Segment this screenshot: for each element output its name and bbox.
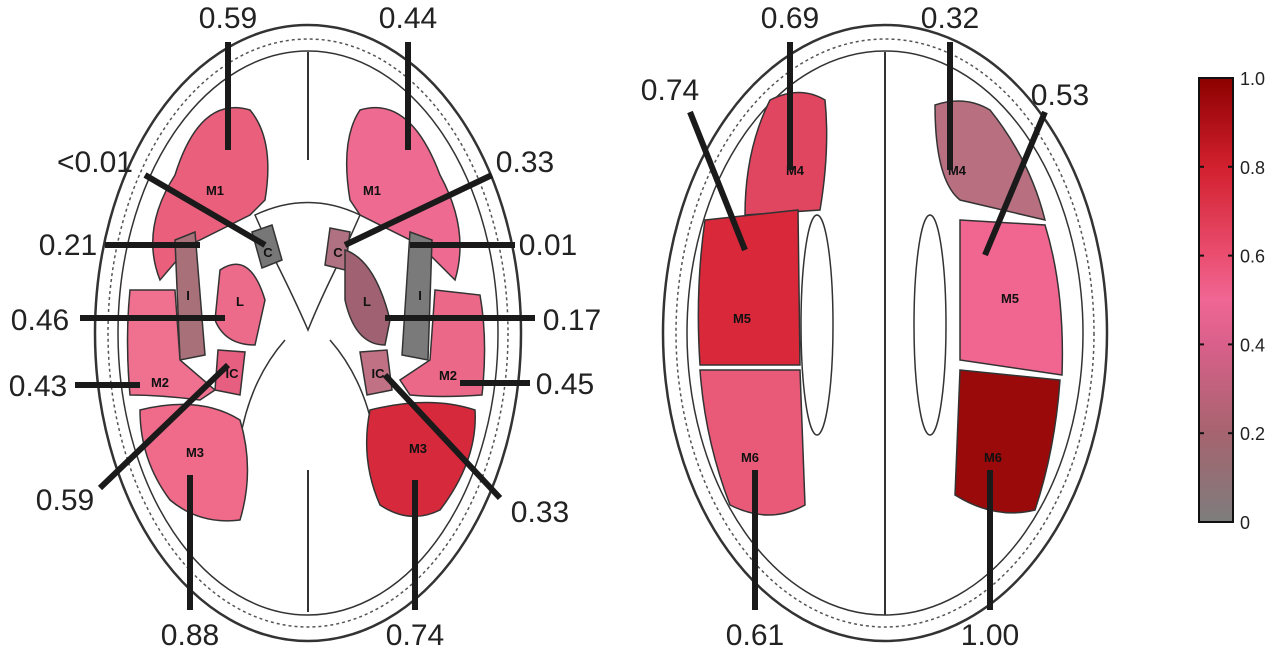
region-l-left xyxy=(214,263,266,346)
region-value: 0.32 xyxy=(921,2,979,35)
leader-line xyxy=(343,172,494,248)
colorbar-tick-label: 0.6 xyxy=(1240,247,1265,267)
region-value: 0.74 xyxy=(386,619,444,652)
region-m1-right-label: M1 xyxy=(363,183,381,198)
region-l-left-label: L xyxy=(236,294,244,309)
region-i-right-label: I xyxy=(418,288,422,303)
region-l-right-label: L xyxy=(363,294,371,309)
region-m6-left xyxy=(699,369,806,516)
region-m6-left-label: M6 xyxy=(741,450,759,465)
leader-line xyxy=(382,372,503,501)
region-value: 0.33 xyxy=(496,146,554,179)
region-c-right-label: C xyxy=(333,245,343,260)
region-m3-left xyxy=(139,403,249,522)
colorbar-tick-label: 0 xyxy=(1240,513,1250,533)
region-i-right xyxy=(401,230,433,361)
colorbar-tick-label: 1.0 xyxy=(1240,69,1265,89)
region-value: 0.61 xyxy=(726,619,784,652)
region-ic-left-label: IC xyxy=(226,366,240,381)
region-value: 0.69 xyxy=(761,2,819,35)
region-m3-left-label: M3 xyxy=(186,445,204,460)
region-m1-left-label: M1 xyxy=(206,183,224,198)
colorbar: 1.0 0.8 0.6 0.4 0.2 0 xyxy=(1198,69,1265,533)
colorbar-tick-label: 0.4 xyxy=(1240,335,1265,355)
region-m3-right-label: M3 xyxy=(409,441,427,456)
skull-inner xyxy=(675,38,1095,628)
region-ic-right xyxy=(359,349,393,396)
region-value: 0.59 xyxy=(199,2,257,35)
region-value: 0.45 xyxy=(536,368,594,401)
leader-line xyxy=(687,110,748,252)
region-l-right xyxy=(344,248,391,346)
leader-line xyxy=(982,110,1048,257)
region-m1-right xyxy=(345,106,461,282)
region-value: 0.44 xyxy=(379,2,437,35)
region-m5-left xyxy=(697,209,801,366)
region-value: 0.33 xyxy=(511,496,569,529)
skull-inner xyxy=(107,38,509,628)
region-m2-right-label: M2 xyxy=(439,368,457,383)
region-ic-right-label: IC xyxy=(372,366,386,381)
region-value: 0.46 xyxy=(11,304,69,337)
region-m2-left-label: M2 xyxy=(151,375,169,390)
region-value: 0.17 xyxy=(543,304,601,337)
ventricle-right xyxy=(913,214,947,436)
region-value: 0.74 xyxy=(641,74,699,107)
colorbar-tick-label: 0.2 xyxy=(1240,424,1265,444)
region-m3-right xyxy=(365,401,476,518)
leader-line xyxy=(143,172,267,248)
region-m5-right xyxy=(959,219,1064,376)
region-m6-right-label: M6 xyxy=(984,450,1002,465)
region-value: 0.53 xyxy=(1031,79,1089,112)
region-value: 0.01 xyxy=(519,229,577,262)
region-value: <0.01 xyxy=(57,146,133,179)
region-m4-right xyxy=(934,100,1047,222)
region-m4-left xyxy=(744,91,828,216)
leader-line xyxy=(97,362,231,491)
region-value: 0.59 xyxy=(36,484,94,517)
colorbar-gradient xyxy=(1198,77,1234,523)
region-value: 0.21 xyxy=(39,229,97,262)
region-m5-left-label: M5 xyxy=(733,311,751,326)
region-c-left-label: C xyxy=(263,245,273,260)
region-i-left-label: I xyxy=(186,288,190,303)
region-m6-right xyxy=(954,369,1061,514)
colorbar-tick-label: 0.8 xyxy=(1240,158,1265,178)
ventricle-left xyxy=(800,214,834,436)
region-value: 0.88 xyxy=(161,619,219,652)
region-value: 1.00 xyxy=(961,619,1019,652)
region-value: 0.43 xyxy=(9,370,67,403)
region-c-left xyxy=(251,224,283,270)
region-m5-right-label: M5 xyxy=(1001,291,1019,306)
